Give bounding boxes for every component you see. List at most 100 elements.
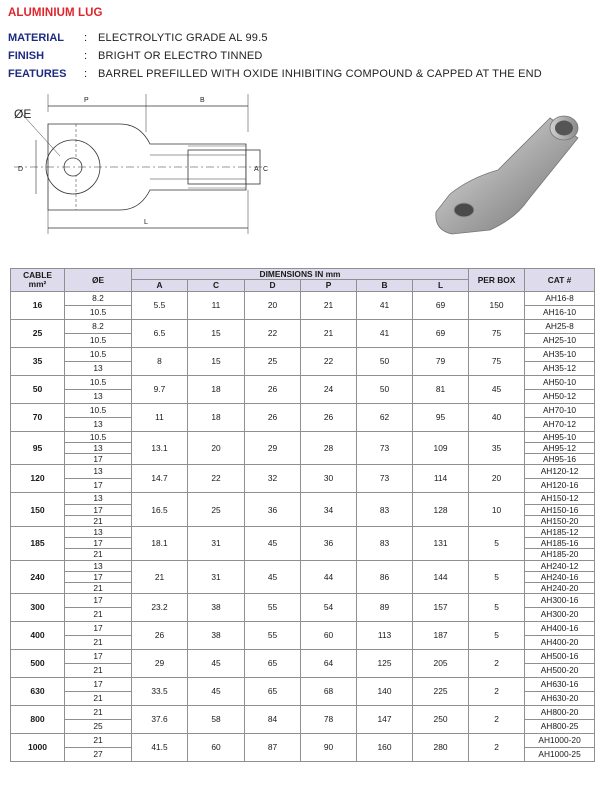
cell-cable: 16 (10, 290, 65, 320)
cell-per-box: 5 (468, 593, 526, 623)
cell-cat: AH25-10 (524, 332, 596, 348)
cell-e: 10.5 (64, 346, 132, 362)
cell-dim-l: 144 (411, 559, 470, 595)
cell-dim-d: 45 (244, 559, 301, 595)
cell-dim-b: 50 (356, 346, 413, 376)
cell-dim-a: 6.5 (131, 318, 188, 348)
cell-dim-l: 114 (411, 464, 470, 494)
cell-cable: 500 (10, 649, 65, 679)
cell-cat: AH800-25 (524, 719, 596, 735)
cell-e: 13 (64, 492, 132, 505)
cell-dim-c: 15 (187, 346, 245, 376)
cell-cable: 50 (10, 374, 65, 404)
cell-cat: AH1000-25 (524, 747, 596, 763)
cell-dim-d: 87 (244, 733, 301, 763)
cell-dim-b: 73 (356, 430, 413, 466)
cell-e: 21 (64, 582, 132, 595)
cell-e: 21 (64, 514, 132, 528)
cell-cat: AH630-20 (524, 691, 596, 707)
cell-dim-l: 109 (411, 430, 470, 466)
cell-dim-l: 131 (411, 526, 470, 561)
cell-dim-a: 21 (131, 559, 188, 595)
cell-e: 21 (64, 733, 132, 749)
cell-cat: AH35-10 (524, 346, 596, 362)
cell-dim-c: 11 (187, 290, 245, 320)
cell-cat: AH50-10 (524, 374, 596, 390)
cell-e: 17 (64, 570, 132, 584)
cell-per-box: 75 (468, 346, 526, 376)
spec-value: BARREL PREFILLED WITH OXIDE INHIBITING C… (98, 68, 542, 80)
cell-dim-l: 280 (411, 733, 470, 763)
cell-cable: 120 (10, 464, 65, 494)
cell-cat: AH185-20 (524, 548, 596, 561)
cell-dim-b: 160 (356, 733, 413, 763)
spec-finish: FINISH : BRIGHT OR ELECTRO TINNED (8, 50, 263, 62)
cell-cat: AH300-16 (524, 593, 596, 609)
cell-per-box: 150 (468, 290, 526, 320)
cell-e: 13 (64, 416, 132, 432)
cell-dim-d: 20 (244, 290, 301, 320)
cell-dim-l: 81 (411, 374, 470, 404)
cell-dim-p: 78 (300, 705, 357, 735)
cell-cat: AH95-10 (524, 430, 596, 444)
cell-dim-c: 18 (187, 374, 245, 404)
cell-e: 21 (64, 548, 132, 561)
page-title: ALUMINIUM LUG (8, 7, 103, 19)
cell-cat: AH70-12 (524, 416, 596, 432)
cell-e: 21 (64, 705, 132, 721)
cell-dim-c: 38 (187, 621, 245, 651)
cell-e: 10.5 (64, 332, 132, 348)
cell-dim-d: 29 (244, 430, 301, 466)
header-cable-unit: mm² (28, 278, 47, 289)
cell-dim-p: 24 (300, 374, 357, 404)
cell-dim-c: 60 (187, 733, 245, 763)
cell-cat: AH185-12 (524, 526, 596, 539)
cell-dim-p: 90 (300, 733, 357, 763)
cell-cable: 25 (10, 318, 65, 348)
label-e: ØE (14, 107, 31, 121)
cell-cable: 400 (10, 621, 65, 651)
cell-cable: 240 (10, 559, 65, 595)
label-c: C (263, 166, 268, 173)
cell-dim-c: 38 (187, 593, 245, 623)
cell-per-box: 45 (468, 374, 526, 404)
cell-cat: AH150-12 (524, 492, 596, 505)
cell-e: 13 (64, 526, 132, 539)
cell-cable: 800 (10, 705, 65, 735)
cell-dim-b: 83 (356, 492, 413, 528)
cell-per-box: 2 (468, 649, 526, 679)
cell-per-box: 75 (468, 318, 526, 348)
spec-separator: : (84, 68, 88, 80)
cell-per-box: 10 (468, 492, 526, 528)
cell-cat: AH240-20 (524, 582, 596, 595)
cell-dim-d: 55 (244, 593, 301, 623)
cell-e: 10.5 (64, 304, 132, 320)
cell-dim-a: 13.1 (131, 430, 188, 466)
spec-label: FEATURES (8, 68, 67, 80)
cell-per-box: 40 (468, 402, 526, 432)
cell-per-box: 2 (468, 733, 526, 763)
cell-cat: AH35-12 (524, 360, 596, 376)
cell-dim-l: 225 (411, 677, 470, 707)
cell-cable: 185 (10, 526, 65, 561)
cell-cat: AH500-20 (524, 663, 596, 679)
cell-dim-p: 30 (300, 464, 357, 494)
cell-dim-b: 41 (356, 318, 413, 348)
cell-dim-p: 26 (300, 402, 357, 432)
cell-dim-d: 84 (244, 705, 301, 735)
lug-product-image (435, 115, 579, 235)
cell-dim-b: 125 (356, 649, 413, 679)
cell-dim-a: 14.7 (131, 464, 188, 494)
cell-dim-p: 28 (300, 430, 357, 466)
cell-dim-d: 25 (244, 346, 301, 376)
header-cable-label: CABLE (23, 269, 52, 280)
